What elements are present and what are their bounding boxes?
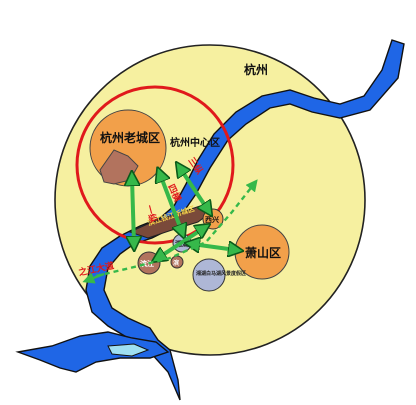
link-arrow-2 — [160, 174, 182, 232]
link-arrow-1 — [132, 178, 134, 244]
xiaoshan-label: 萧山区 — [245, 245, 281, 260]
node-xixing-label: 西兴 — [205, 215, 219, 224]
link-arrow-4 — [158, 228, 204, 258]
city-label: 杭州 — [244, 62, 268, 77]
node-binjiang-label: 滨江 — [140, 259, 154, 268]
node-yangfan-label: 滨 — [173, 259, 179, 267]
node-white-horse-label: 湘湖白马湖风景度假区 — [196, 270, 246, 277]
river-delta — [15, 331, 170, 373]
delta-lake — [107, 343, 150, 357]
qiantang-river — [85, 39, 405, 401]
zhijiang-axis-start — [82, 272, 105, 284]
zhijiang-axis — [95, 179, 258, 278]
center-label: 杭州中心区 — [170, 136, 220, 149]
link-arrow-3 — [180, 168, 208, 210]
old-city-label: 杭州老城区 — [100, 130, 160, 145]
